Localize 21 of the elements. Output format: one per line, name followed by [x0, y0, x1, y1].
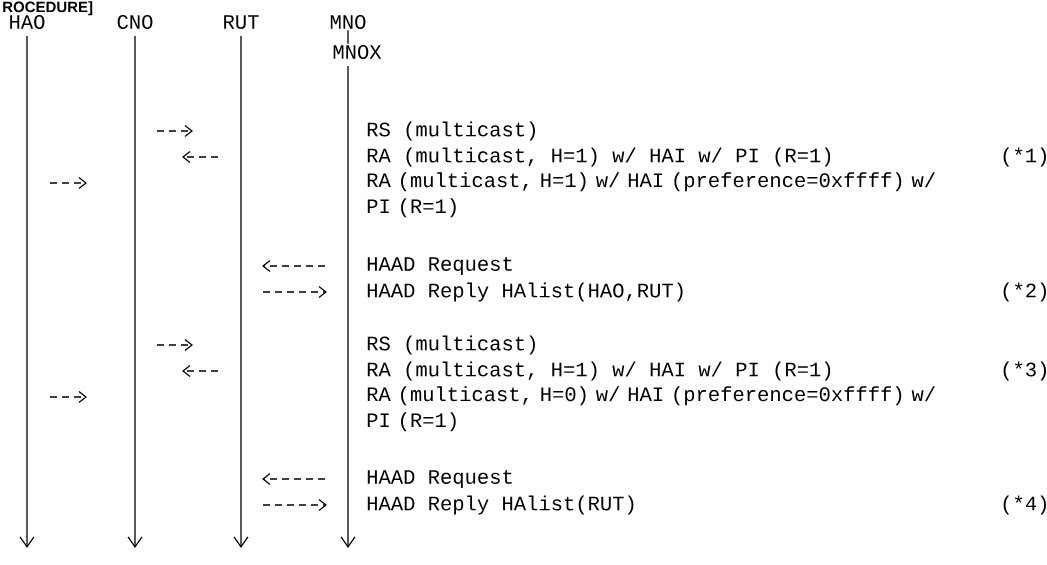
message-text: (*3) — [1003, 361, 1046, 381]
message-text: (*2) — [1003, 282, 1046, 302]
message-text: RA (multicast, H=1) w/ HAI (preference=0xffff) w/ PI (R=1) — [367, 172, 935, 218]
message-text: RA (multicast, H=0) w/ HAI (preference=0xffff) w/ PI (R=1) — [367, 386, 935, 432]
connector-line — [347, 29, 349, 45]
message-text: HAAD Reply HAlist(HAO,RUT) — [367, 282, 683, 302]
message-text: RA (multicast, H=1) w/ HAI w/ PI (R=1) — [367, 361, 831, 381]
message-text: HAAD Request — [367, 470, 512, 488]
message-text: (*1) — [1003, 147, 1046, 167]
participant-label: HAO — [10, 15, 45, 29]
message-text: HAAD Reply HAlist(RUT) — [367, 495, 634, 515]
message-text: RS (multicast) — [367, 335, 535, 355]
participant-label: CNO — [117, 15, 153, 29]
participant-label: RUT — [224, 15, 259, 29]
participant-label: MNO — [330, 15, 366, 29]
participant-label: MNOX — [333, 45, 382, 59]
message-text: HAAD Request — [367, 257, 512, 275]
message-text: RS (multicast) — [367, 121, 535, 141]
message-text: (*4) — [1003, 495, 1046, 515]
message-text: RA (multicast, H=1) w/ HAI w/ PI (R=1) — [367, 147, 831, 167]
heading: ROCEDURE] — [3, 1, 93, 16]
